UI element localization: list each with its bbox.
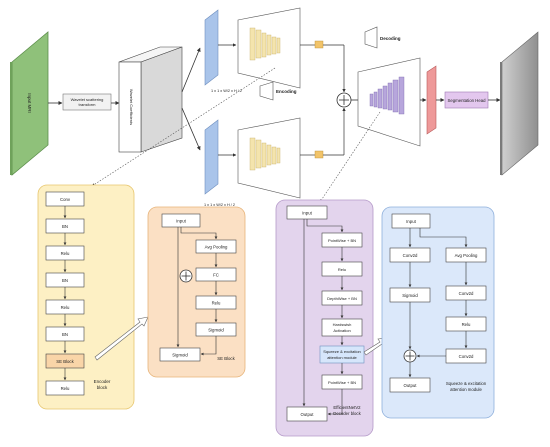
sq-conv2d-1: Conv2d: [459, 291, 474, 296]
dec-depthwise: DepthWise + BN: [327, 296, 357, 301]
lower-blue-slab: [204, 119, 219, 195]
decoder-feature-stack: [369, 76, 405, 115]
encoder-layer-label: BN: [62, 224, 68, 229]
sq-title-2: attention module: [450, 387, 482, 392]
upper-blue-slab: [204, 9, 219, 86]
encoder-layer-label: BN: [62, 278, 68, 283]
wavelet-transform-box: [62, 93, 112, 111]
se-plus-node: [179, 269, 193, 283]
se-block-label: SE Block: [217, 356, 235, 361]
input-mri-label: Input MRI: [27, 93, 32, 113]
sq-connectors: [408, 228, 468, 378]
sq-avgpool: Avg Pooling: [455, 253, 478, 258]
sq-input-box: [391, 213, 431, 229]
dec-output-box: [286, 406, 328, 422]
sq-input: Input: [406, 219, 416, 224]
lower-feature-stack: [249, 137, 281, 171]
encoding-legend-shape: [259, 81, 274, 101]
sq-output: Output: [404, 383, 418, 388]
plus-node: [336, 92, 352, 108]
input-mri-slab: [10, 31, 49, 176]
dec-hardswish-2: Activation: [333, 328, 350, 333]
decoding-legend-shape: [364, 26, 378, 49]
dec-output: Output: [301, 412, 315, 417]
decoder-title-1: EfficientNetV2: [333, 405, 361, 410]
wavelet-label-1: Wavelet scattering: [71, 97, 104, 102]
encoder-title-1: Encoder: [94, 379, 111, 384]
wavelet-label-2: transform: [79, 102, 97, 107]
decoding-legend: Decoding: [380, 36, 401, 41]
encoder-layer-label: SE Block: [56, 359, 74, 364]
dec-hardswish-1: Hardswish: [333, 322, 352, 327]
se-sigmoid-left-box: [159, 347, 201, 362]
dec-pointwise-2: PointWise + BN: [328, 380, 356, 385]
seg-head-label: Segmentation Head: [448, 98, 487, 103]
se-sigmoid-right: Sigmoid: [208, 328, 224, 333]
dotted-encoder-link: [91, 67, 276, 187]
dotted-decoder-link: [319, 111, 381, 203]
encoder-title-2: block: [97, 385, 108, 390]
arrow-to-lower-branch: [181, 107, 201, 151]
decoder-title-2: Decoder block: [333, 411, 361, 416]
dec-relu: Relu: [338, 267, 346, 272]
wavelet-coefficients-cube: [118, 46, 183, 153]
sq-sigmoid: Sigmoid: [402, 293, 418, 298]
sq-output-box: [389, 377, 431, 393]
se-connectors: [176, 227, 218, 356]
encoder-to-se-hollow-arrow: [94, 316, 149, 361]
dec-squeeze-2: attention module: [327, 355, 357, 360]
se-input: Input: [176, 219, 186, 224]
encoder-layer-label: Relu: [61, 305, 70, 310]
dim-bottom: 1 x 1 x W/2 x H / 2: [204, 203, 235, 207]
output-gray-slab: [500, 31, 539, 176]
encoder-layer-label: Relu: [61, 251, 70, 256]
encoder-layer-label: Relu: [61, 386, 70, 391]
encoder-layer-label: Conv: [60, 197, 71, 202]
dec-pointwise-1: PointWise + BN: [328, 238, 356, 243]
dim-top: 1 x 1 x W/2 x H / 2: [211, 89, 242, 93]
sq-conv2d-left: Conv2d: [403, 253, 418, 258]
sq-conv2d-2: Conv2d: [459, 354, 474, 359]
se-avgpool: Avg Pooling: [205, 245, 228, 250]
dec-connectors: [302, 219, 344, 416]
sq-relu: Relu: [462, 322, 471, 327]
red-slab: [426, 65, 437, 135]
coeff-label: Wavelet Coefficients: [129, 89, 134, 125]
se-fc: FC: [213, 273, 219, 278]
dec-squeeze-1: Squeeze & excitation: [323, 349, 361, 354]
se-sigmoid-left: Sigmoid: [172, 353, 188, 358]
encoder-layer-label: BN: [62, 332, 68, 337]
sq-title-1: Squeeze & excitation: [446, 381, 487, 386]
upper-small-block: [314, 40, 324, 49]
se-relu: Relu: [212, 301, 221, 306]
encoder-layer-box: [45, 380, 85, 396]
encoding-legend: Encoding: [276, 89, 297, 94]
dec-input: Input: [302, 211, 312, 216]
lower-small-block: [314, 150, 324, 159]
upper-feature-stack: [249, 27, 281, 61]
arrow-to-upper-branch: [181, 47, 201, 93]
encoder-block-panel: [37, 184, 135, 410]
sq-plus-node: [403, 349, 417, 363]
